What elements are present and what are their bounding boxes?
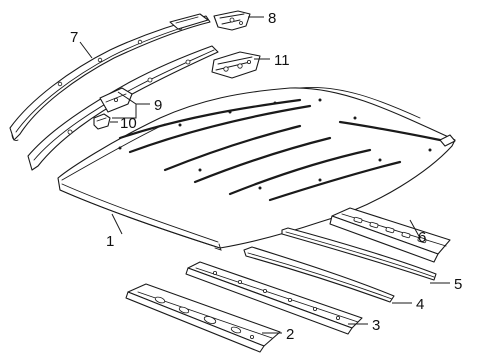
bracket-11 [211,51,261,79]
roof-bow-5 [281,227,437,281]
callout-5: 5 [454,276,462,293]
callout-3: 3 [372,317,380,334]
callout-1: 1 [106,233,114,250]
roof-bow-4 [243,246,395,303]
callout-10: 10 [120,115,137,132]
callout-8: 8 [268,10,276,27]
roof-panel [57,86,456,251]
leader-9 [112,91,150,119]
callout-2: 2 [286,326,294,343]
callout-11: 11 [274,52,290,69]
front-bow-3 [185,261,363,335]
leader-7 [79,41,93,59]
callout-6: 6 [418,229,426,246]
clip-10 [93,113,111,130]
rear-header-6 [329,207,451,263]
callout-7: 7 [70,29,78,46]
front-header-2 [125,283,281,353]
callout-4: 4 [416,296,424,313]
callout-9: 9 [154,97,162,114]
leader-1 [111,213,123,235]
callout-labels: 1 2 3 4 5 6 7 8 9 10 11 [70,10,462,343]
side-rail-inner [27,45,219,171]
leader-6 [409,219,421,239]
side-rail-outer [9,13,211,141]
bracket-8 [213,10,251,31]
leader-lines [79,16,450,334]
